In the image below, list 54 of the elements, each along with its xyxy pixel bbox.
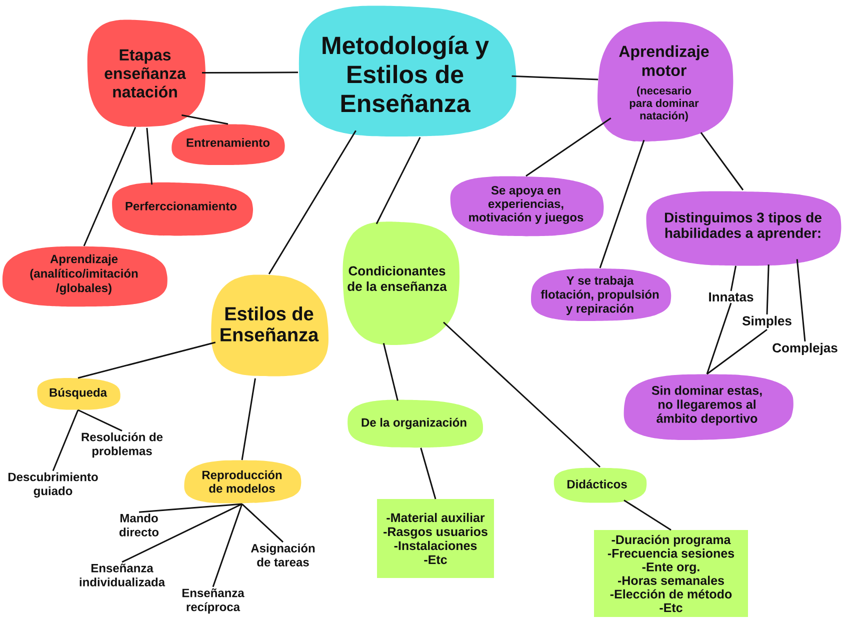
topic-blob: Etapas enseñanza natación: [87, 20, 206, 127]
connector-line: [420, 448, 436, 500]
topic-blob: Y se trabaja flotación, propulsión y repiración: [531, 268, 672, 321]
connector-line: [242, 503, 284, 543]
topic-blob: De la organización: [348, 400, 483, 448]
topic-blob: Búsqueda: [37, 378, 120, 410]
topic-blob: Didácticos: [554, 468, 647, 503]
connector-line: [241, 378, 256, 460]
branch-label: Innatas: [709, 292, 754, 302]
topic-blob: Distinguimos 3 tipos de habilidades a aprender:: [646, 191, 842, 266]
connector-line: [599, 140, 645, 268]
topic-blob: Aprendizaje (analítico/imitación /globales): [2, 246, 168, 307]
connector-line: [268, 130, 356, 274]
list-box: -Duración programa -Frecuencia sesiones -Ente org. -Horas semanales -Elección de método -Etc: [594, 530, 748, 617]
topic-blob: Se apoya en experiencias, motivación y juegos: [450, 176, 604, 236]
connector-line: [382, 343, 398, 401]
connector-line: [443, 322, 601, 468]
connector-line: [52, 410, 79, 472]
connector-line: [376, 137, 421, 224]
connector-line: [78, 342, 216, 379]
connector-line: [83, 126, 136, 246]
connector-line: [212, 504, 243, 588]
connector-line: [202, 72, 298, 74]
branch-label: Mando directo: [120, 514, 159, 536]
topic-blob: Reproducción de modelos: [184, 460, 302, 504]
connector-line: [730, 266, 737, 292]
connector-line: [700, 132, 744, 190]
topic-blob: Estilos de Enseñanza: [211, 274, 328, 376]
branch-label: Asignación de tareas: [250, 544, 315, 566]
branch-label: Resolución de problemas: [82, 432, 163, 458]
connector-line: [766, 264, 770, 314]
branch-label: Complejas: [772, 342, 838, 356]
branch-label: Descubrimiento guiado: [8, 472, 98, 498]
connector-line: [146, 128, 153, 185]
topic-blob: Sin dominar estas, no llegaremos al ámbito deportivo: [624, 374, 794, 440]
branch-label: Simples: [742, 316, 792, 328]
connector-line: [138, 503, 242, 513]
topic-blob: Perferccionamiento: [112, 182, 254, 236]
topic-blob: Aprendizaje motor (necesario para dominar natación): [598, 22, 734, 142]
branch-label: Enseñanza individualizada: [80, 564, 166, 586]
connector-line: [182, 114, 228, 125]
connector-line: [796, 259, 806, 342]
topic-blob: Entrenamiento: [172, 124, 285, 166]
connector-line: [624, 500, 672, 531]
list-box: -Material auxiliar -Rasgos usuarios -Instalaciones -Etc: [377, 499, 494, 578]
connector-line: [122, 503, 242, 563]
connector-line: [78, 409, 122, 432]
connector-line: [706, 302, 732, 374]
branch-label: Enseñanza recíproca: [182, 588, 244, 614]
connector-line: [706, 328, 768, 375]
connector-line: [512, 75, 598, 80]
topic-blob: Condicionantes de la enseñanza: [342, 222, 460, 346]
connector-line: [526, 118, 612, 177]
main-topic-blob: Metodología y Estilos de Enseñanza: [298, 6, 516, 136]
